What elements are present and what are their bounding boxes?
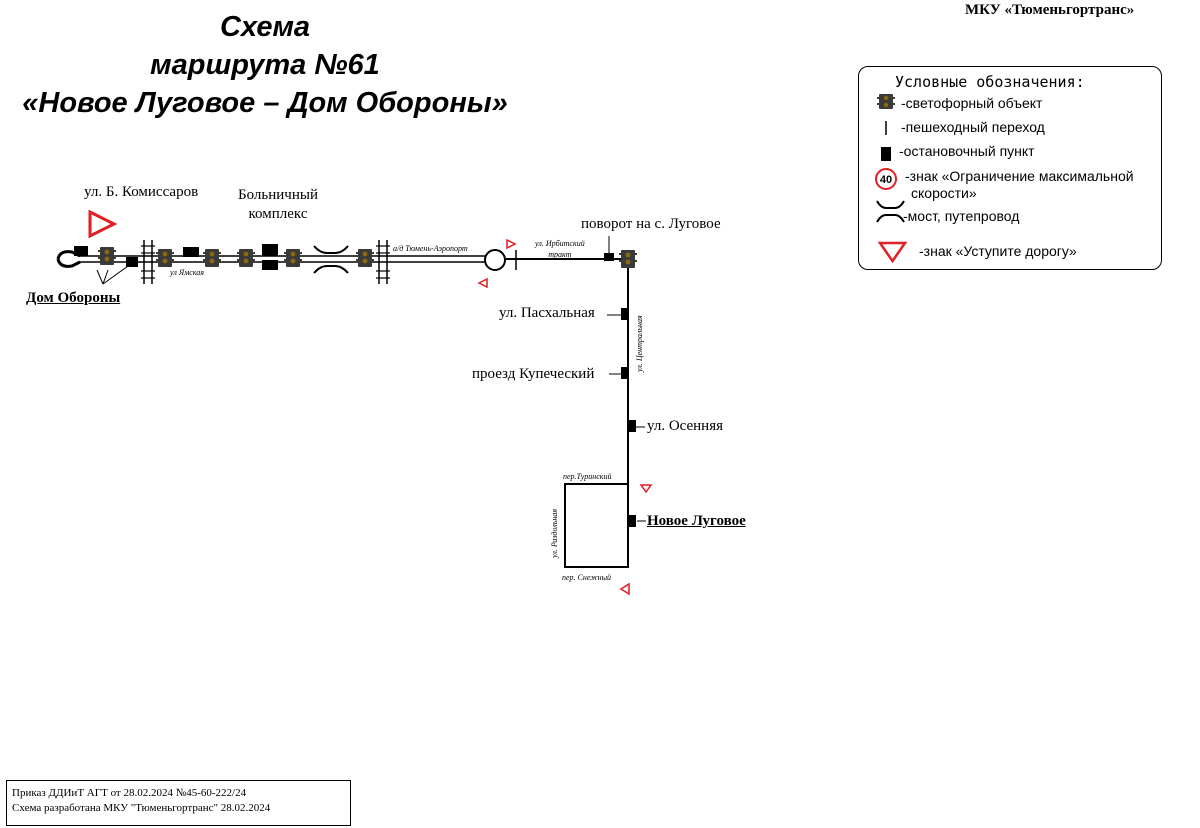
bus-stop [262, 260, 278, 270]
bus-stop [621, 308, 628, 320]
bus-stop [621, 367, 628, 379]
bus-stop [126, 257, 138, 267]
traffic-light [284, 249, 302, 267]
label-hospital: Больничный комплекс [238, 186, 318, 224]
title-line-1: Схема [219, 11, 311, 43]
label-kupechesky: проезд Купеческий [472, 366, 595, 382]
bus-stop [74, 246, 88, 256]
bus-stop-icon [881, 147, 891, 161]
legend-title: Условные обозначения: [895, 73, 1085, 91]
label-dom-oborony: Дом Обороны [26, 290, 121, 306]
title-line-3: «Новое Луговое – Дом Обороны» [22, 87, 508, 119]
organization-name: МКУ «Тюменьгортранс» [965, 2, 1135, 18]
bridge [313, 245, 349, 274]
street-irbitsky-line1: ул. Ирбитский [535, 239, 585, 248]
label-hospital-line2: комплекс [248, 206, 308, 222]
street-yamskaya: ул Ямская [170, 268, 204, 277]
speed-limit-icon: 40 [875, 168, 897, 190]
legend-item-speed-limit-line1: -знак «Ограничение максимальной [905, 168, 1134, 184]
bus-stop [629, 515, 636, 527]
label-leaders [96, 236, 646, 522]
roundabout [484, 249, 506, 271]
main-road [56, 250, 629, 568]
bus-stop [183, 247, 199, 257]
label-pashalnaya: ул. Пасхальная [499, 305, 595, 321]
yield-sign-icon [877, 241, 908, 264]
yield-sign [88, 209, 118, 239]
bridge-icon [876, 200, 905, 223]
legend-item-crossing: -пешеходный переход [901, 119, 1045, 135]
label-povorot: поворот на с. Луговое [581, 216, 721, 232]
footer-line2: Схема разработана МКУ "Тюменьгортранс" 2… [12, 802, 271, 814]
bus-stop [604, 253, 614, 261]
bus-stop [262, 244, 278, 256]
traffic-light [237, 249, 255, 267]
street-ad-tyumen: а/д Тюмень-Аэропорт [393, 244, 468, 253]
traffic-light [619, 250, 637, 268]
speed-limit-value: 40 [880, 174, 892, 186]
street-irbitsky-line2: тракт [548, 250, 572, 259]
traffic-light [203, 249, 221, 267]
label-b-komissarov: ул. Б. Комиссаров [84, 184, 199, 200]
street-centralnaya: ул. Центральная [635, 315, 644, 373]
street-razdolnaya: ул. Раздольная [550, 509, 559, 559]
label-osennyaya: ул. Осенняя [647, 418, 724, 434]
legend-item-yield: -знак «Уступите дорогу» [919, 243, 1077, 259]
yield-sign [477, 277, 488, 289]
label-novoe-lugovoe: Новое Луговое [647, 513, 746, 529]
legend-item-speed-limit: -знак «Ограничение максимальной скорости… [905, 168, 1134, 202]
street-snezhny: пер. Снежный [562, 573, 612, 582]
traffic-light-icon [877, 94, 895, 109]
legend: Условные обозначения: 40 -светофорный об… [858, 66, 1162, 270]
footer-line1: Приказ ДДИиТ АГТ от 28.02.2024 №45-60-22… [12, 787, 247, 799]
street-turinsky: пер.Туринский [563, 472, 612, 481]
bus-stop [629, 420, 636, 432]
legend-item-bus-stop: -остановочный пункт [899, 143, 1035, 159]
traffic-light [156, 249, 174, 267]
label-hospital-line1: Больничный [238, 187, 318, 203]
street-irbitsky: ул. Ирбитский тракт [535, 238, 585, 260]
footer-info: Приказ ДДИиТ АГТ от 28.02.2024 №45-60-22… [6, 780, 351, 826]
legend-icons: 40 [875, 94, 908, 264]
yield-sign [639, 484, 653, 494]
yield-sign [506, 238, 517, 250]
legend-item-bridge: -мост, путепровод [903, 208, 1020, 224]
traffic-light [98, 247, 116, 265]
legend-item-traffic-light: -светофорный объект [901, 95, 1043, 111]
legend-item-speed-limit-line2: скорости» [911, 185, 977, 201]
map-title: Схема маршрута №61 «Новое Луговое – Дом … [0, 8, 530, 122]
yield-sign [619, 582, 630, 596]
title-line-2: маршрута №61 [150, 49, 380, 81]
traffic-light [356, 249, 374, 267]
